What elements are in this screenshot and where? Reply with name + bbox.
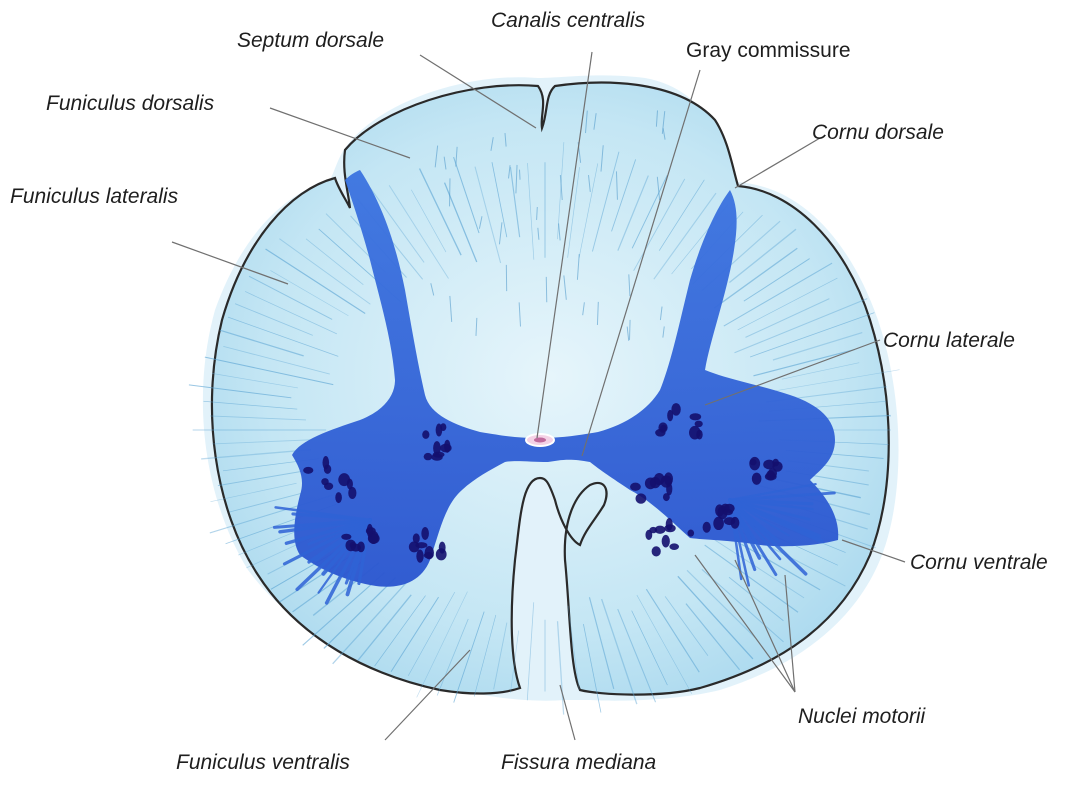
motor-neuron xyxy=(424,552,434,559)
motor-neuron xyxy=(669,543,679,550)
motor-neuron xyxy=(303,467,313,474)
motor-neuron xyxy=(436,424,443,437)
motor-neuron xyxy=(667,410,673,421)
motor-neuron xyxy=(687,530,694,537)
motor-neuron xyxy=(724,517,735,525)
motor-neuron xyxy=(409,541,420,552)
label-fissura-mediana: Fissura mediana xyxy=(501,752,656,773)
motor-neuron xyxy=(663,493,670,501)
motor-neuron xyxy=(768,468,777,478)
motor-neuron xyxy=(348,487,356,499)
motor-neuron xyxy=(324,464,331,473)
motor-neuron xyxy=(367,524,373,537)
motor-neuron xyxy=(649,527,657,533)
motor-neuron xyxy=(440,444,451,453)
motor-neuron xyxy=(436,548,447,560)
label-funiculus-dorsalis: Funiculus dorsalis xyxy=(46,93,214,114)
label-funiculus-ventralis: Funiculus ventralis xyxy=(176,752,350,773)
dorsal-streak xyxy=(520,170,521,180)
label-cornu-ventrale: Cornu ventrale xyxy=(910,552,1048,573)
motor-neuron xyxy=(416,550,423,563)
label-gray-commissure: Gray commissure xyxy=(686,40,851,61)
motor-neuron xyxy=(652,546,661,556)
motor-neuron xyxy=(690,413,702,420)
motor-neuron xyxy=(749,457,760,470)
motor-neuron xyxy=(772,459,779,467)
motor-neuron xyxy=(338,473,350,486)
motor-neuron xyxy=(715,504,724,516)
motor-neuron xyxy=(351,544,361,552)
motor-neuron xyxy=(424,453,433,460)
motor-neuron xyxy=(723,509,733,515)
label-septum-dorsale: Septum dorsale xyxy=(237,30,384,51)
label-cornu-laterale: Cornu laterale xyxy=(883,330,1015,351)
label-funiculus-lateralis: Funiculus lateralis xyxy=(10,186,178,207)
motor-neuron xyxy=(433,452,445,458)
label-cornu-dorsale: Cornu dorsale xyxy=(812,122,944,143)
motor-neuron xyxy=(636,493,647,503)
leader-cornu-dorsale xyxy=(735,138,820,188)
motor-neuron xyxy=(752,473,762,485)
dorsal-streak xyxy=(629,320,630,340)
motor-neuron xyxy=(421,527,429,540)
motor-neuron xyxy=(341,534,351,540)
motor-neuron xyxy=(630,483,641,491)
motor-neuron xyxy=(660,425,667,432)
motor-neuron xyxy=(661,475,673,487)
motor-neuron xyxy=(713,517,724,530)
motor-neuron xyxy=(703,522,711,533)
motor-neuron xyxy=(413,533,420,543)
label-canalis-centralis: Canalis centralis xyxy=(491,10,645,31)
motor-neuron xyxy=(324,483,333,490)
motor-neuron xyxy=(335,492,342,503)
motor-neuron xyxy=(695,421,703,428)
label-nuclei-motorii: Nuclei motorii xyxy=(798,706,925,727)
motor-neuron xyxy=(696,430,702,440)
motor-neuron xyxy=(662,535,670,548)
motor-neuron xyxy=(666,518,673,531)
motor-neuron xyxy=(422,430,429,439)
